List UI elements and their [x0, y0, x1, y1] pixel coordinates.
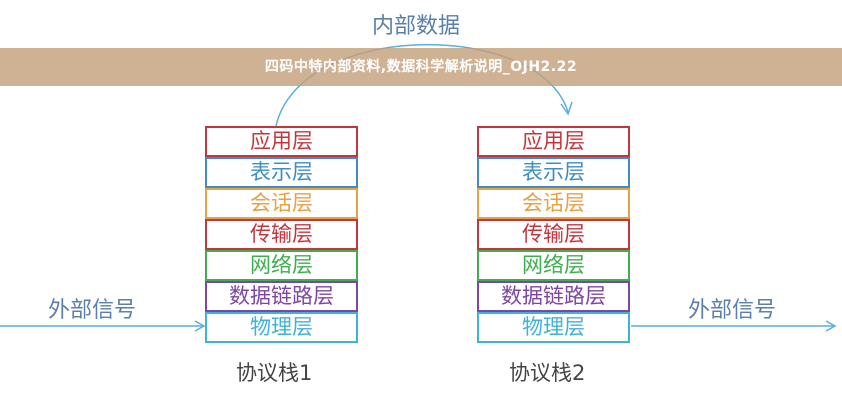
internal-data-arrowhead [560, 101, 573, 116]
layer-box: 会话层 [477, 188, 630, 219]
left-external-signal-label: 外部信号 [48, 298, 137, 323]
layer-box: 表示层 [205, 157, 358, 188]
stack-2-caption: 协议栈2 [509, 361, 586, 385]
layer-box: 网络层 [205, 250, 358, 281]
layer-box: 数据链路层 [205, 281, 358, 312]
overlay-banner: 四码中特内部资料,数据科学解析说明_OJH2.22 [0, 48, 842, 86]
protocol-stack-2: 应用层表示层会话层传输层网络层数据链路层物理层 [477, 126, 630, 343]
layer-box: 物理层 [477, 312, 630, 343]
layer-box: 数据链路层 [477, 281, 630, 312]
internal-data-label: 内部数据 [372, 14, 461, 39]
right-external-signal-label: 外部信号 [688, 298, 777, 323]
layer-box: 传输层 [205, 219, 358, 250]
layer-box: 应用层 [205, 126, 358, 157]
layer-box: 表示层 [477, 157, 630, 188]
layer-box: 物理层 [205, 312, 358, 343]
layer-box: 会话层 [205, 188, 358, 219]
layer-box: 应用层 [477, 126, 630, 157]
right-signal-arrowhead [825, 320, 837, 332]
layer-box: 网络层 [477, 250, 630, 281]
left-signal-arrowhead [194, 320, 206, 332]
protocol-stack-1: 应用层表示层会话层传输层网络层数据链路层物理层 [205, 126, 358, 343]
layer-box: 传输层 [477, 219, 630, 250]
stack-1-caption: 协议栈1 [236, 361, 313, 385]
